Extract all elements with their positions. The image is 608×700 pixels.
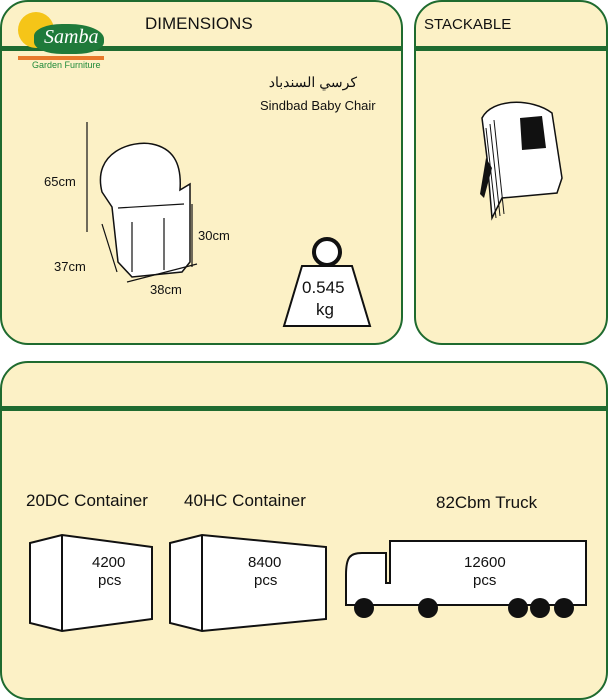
shipping-label-20dc: 20DC Container <box>26 491 148 510</box>
logo-text: Samba <box>44 26 99 48</box>
qty-20dc: 4200 <box>92 554 126 571</box>
divider <box>416 46 606 51</box>
stacked-chairs-drawing <box>480 101 563 221</box>
container-40hc-icon <box>169 533 327 633</box>
weight-icon <box>282 237 372 327</box>
truck-icon <box>345 540 587 618</box>
unit-20dc: pcs <box>98 572 122 589</box>
depth-label: 37cm <box>54 259 86 274</box>
seat-height-label: 30cm <box>198 228 230 243</box>
unit-truck: pcs <box>473 572 497 589</box>
shipping-label-40hc: 40HC Container <box>184 491 306 510</box>
weight-unit: kg <box>316 300 334 319</box>
qty-40hc: 8400 <box>248 554 282 571</box>
shipping-panel: 20DC Container 40HC Container 82Cbm Truc… <box>0 361 608 700</box>
panel-title: STACKABLE <box>424 16 512 33</box>
divider <box>2 46 401 51</box>
stackable-panel: STACKABLE <box>414 0 608 345</box>
samba-logo: Samba Garden Furniture <box>8 10 104 70</box>
qty-truck: 12600 <box>464 554 506 571</box>
shipping-label-truck: 82Cbm Truck <box>436 493 538 512</box>
product-name: Sindbad Baby Chair <box>260 98 376 113</box>
container-20dc-icon <box>29 533 153 633</box>
product-name-arabic: كرسي السندباد <box>268 74 357 90</box>
dimensions-panel: Samba Garden Furniture DIMENSIONS كرسي ا… <box>0 0 403 345</box>
height-label: 65cm <box>44 174 76 189</box>
divider <box>2 406 606 411</box>
weight-value: 0.545 <box>302 278 345 297</box>
width-label: 38cm <box>150 282 182 297</box>
chair-drawing <box>86 122 198 283</box>
logo-subtext: Garden Furniture <box>32 60 101 70</box>
panel-title: DIMENSIONS <box>145 14 253 33</box>
unit-40hc: pcs <box>254 572 278 589</box>
